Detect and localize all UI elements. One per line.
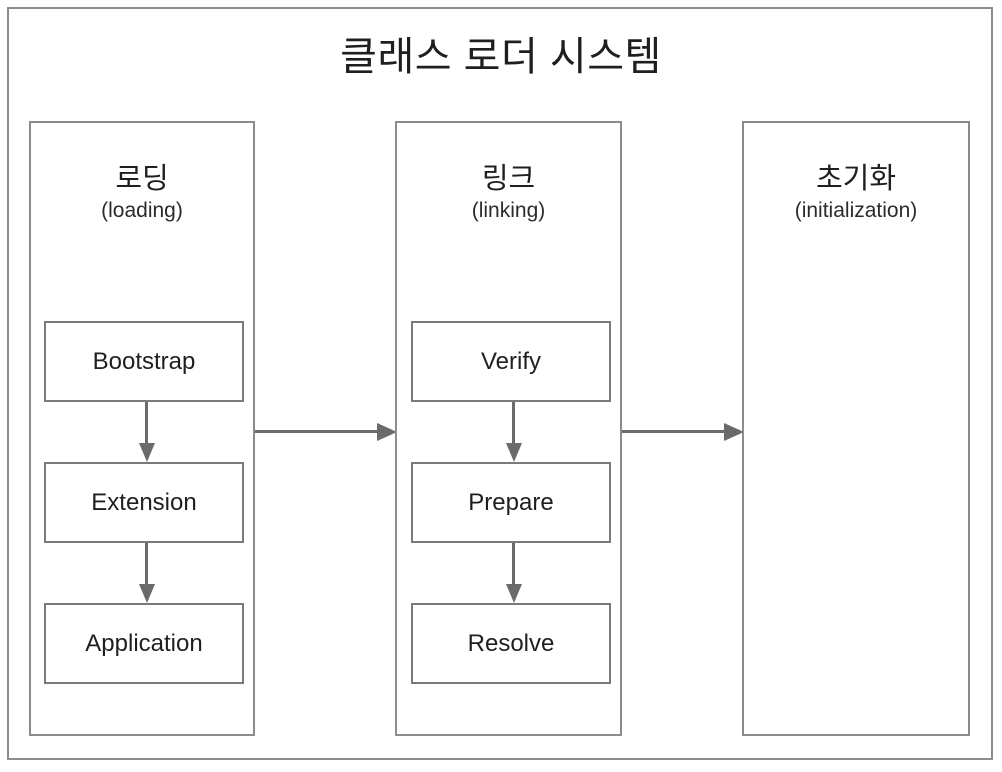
step-box-verify[interactable]: Verify bbox=[411, 321, 611, 402]
arrow-head-down-icon bbox=[139, 584, 155, 603]
phase-title-en-loading: (loading) bbox=[101, 199, 183, 222]
step-label-bootstrap: Bootstrap bbox=[92, 347, 196, 375]
phase-title-ko-loading: 로딩 bbox=[115, 163, 169, 195]
diagram-title: 클래스 로더 시스템 bbox=[340, 35, 662, 79]
arrow-verify-to-prepare bbox=[504, 402, 524, 462]
phase-heading-linking: 링크 (linking) bbox=[397, 162, 620, 224]
arrow-head-down-icon bbox=[506, 443, 522, 462]
arrow-head-right-icon bbox=[377, 423, 397, 441]
step-box-prepare[interactable]: Prepare bbox=[411, 462, 611, 543]
arrow-linking-to-initialization bbox=[622, 423, 744, 441]
arrow-extension-to-application bbox=[137, 543, 157, 603]
step-box-extension[interactable]: Extension bbox=[44, 462, 244, 543]
phase-heading-loading: 로딩 (loading) bbox=[31, 162, 253, 224]
arrow-shaft bbox=[255, 430, 379, 433]
step-box-bootstrap[interactable]: Bootstrap bbox=[44, 321, 244, 402]
step-label-prepare: Prepare bbox=[468, 488, 554, 516]
phase-title-en-linking: (linking) bbox=[471, 199, 546, 222]
step-label-application: Application bbox=[85, 629, 203, 657]
arrow-head-right-icon bbox=[724, 423, 744, 441]
arrow-shaft bbox=[622, 430, 726, 433]
arrow-head-down-icon bbox=[506, 584, 522, 603]
phase-column-loading: 로딩 (loading) Bootstrap Extension Applica… bbox=[29, 121, 255, 736]
phase-title-en-initialization: (initialization) bbox=[794, 199, 918, 222]
phase-column-initialization: 초기화 (initialization) bbox=[742, 121, 970, 736]
arrow-shaft bbox=[145, 402, 148, 446]
arrow-shaft bbox=[512, 402, 515, 446]
arrow-head-down-icon bbox=[139, 443, 155, 462]
phase-column-linking: 링크 (linking) Verify Prepare Resolve bbox=[395, 121, 622, 736]
step-label-verify: Verify bbox=[480, 347, 542, 375]
arrow-shaft bbox=[512, 543, 515, 587]
arrow-bootstrap-to-extension bbox=[137, 402, 157, 462]
step-label-resolve: Resolve bbox=[467, 629, 555, 657]
phase-heading-initialization: 초기화 (initialization) bbox=[744, 162, 968, 224]
phase-title-ko-initialization: 초기화 bbox=[815, 163, 897, 195]
step-box-application[interactable]: Application bbox=[44, 603, 244, 684]
step-label-extension: Extension bbox=[91, 488, 197, 516]
arrow-shaft bbox=[145, 543, 148, 587]
phase-title-ko-linking: 링크 bbox=[481, 163, 536, 195]
step-box-resolve[interactable]: Resolve bbox=[411, 603, 611, 684]
arrow-prepare-to-resolve bbox=[504, 543, 524, 603]
arrow-loading-to-linking bbox=[255, 423, 397, 441]
